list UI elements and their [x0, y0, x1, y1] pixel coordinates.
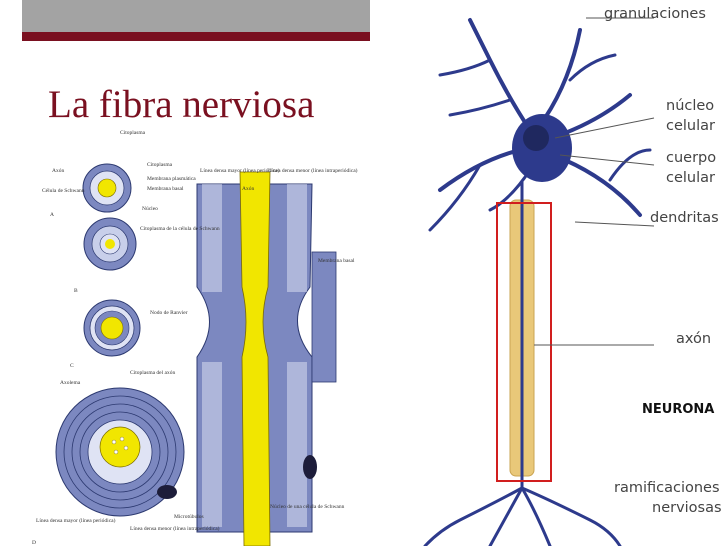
label-major-dense: Línea densa mayor (línea periódica) [200, 167, 280, 174]
label-axon: Axón [52, 168, 64, 174]
neuron-diagram: granulaciones núcleo celular cuerpo celu… [423, 6, 722, 546]
slide-title: La fibra nerviosa [48, 83, 315, 126]
label-axoplasm: Citoplasma [147, 162, 173, 168]
label-nucleo-1: núcleo [666, 98, 714, 114]
label-granulaciones: granulaciones [604, 6, 706, 22]
label-ranvier: Nodo de Ranvier [150, 310, 188, 316]
label-d: D [32, 540, 36, 546]
label-ramificaciones-1: ramificaciones [614, 480, 720, 496]
label-cuerpo-2: celular [666, 170, 715, 186]
cross-section-d [55, 387, 185, 517]
label-nucleo-2: celular [666, 118, 715, 134]
label-ramificaciones-2: nerviosas [652, 500, 722, 516]
label-basal-membrane-right: Membrana basal [318, 258, 355, 264]
label-a: A [50, 212, 54, 218]
label-schwann-cell: Célula de Schwann [42, 188, 85, 194]
label-axon-cytoplasm: Citoplasma del axón [130, 370, 175, 376]
label-axon: axón [676, 331, 711, 347]
cross-section-b [83, 217, 137, 271]
cross-section-c [83, 299, 141, 357]
dendrites [428, 18, 652, 232]
label-c: C [70, 363, 74, 369]
axon-highlight-box [496, 202, 552, 482]
label-minor-dense: Línea densa menor (línea intraperiódica) [268, 167, 358, 174]
label-plasma-membrane: Membrana plasmática [147, 176, 196, 182]
label-schwann-nucleus: Núcleo de una célula de Schwann [270, 504, 345, 510]
nerve-fiber-illustration: Citoplasma Axón Célula de Schwann Citopl… [22, 122, 370, 546]
label-microtubules: Microtúbulos [174, 514, 204, 520]
longitudinal-section [196, 171, 337, 546]
title-bar-top [22, 0, 370, 32]
label-citoplasma-top: Citoplasma [120, 130, 146, 136]
label-cuerpo-1: cuerpo [666, 150, 716, 166]
label-nucleus: Núcleo [142, 206, 158, 212]
label-b: B [74, 288, 78, 294]
label-basal-membrane: Membrana basal [147, 186, 184, 192]
label-minor-dense-bottom: Línea densa menor (línea intraperiódica) [130, 525, 220, 532]
label-axon-center: Axón [242, 186, 254, 192]
label-dendritas: dendritas [650, 210, 719, 226]
label-cytoplasm-schwann: Citoplasma de la célula de Schwann [140, 226, 220, 232]
title-bar-accent [22, 32, 370, 41]
cross-section-a [82, 163, 132, 213]
cell-nucleus [523, 125, 549, 151]
label-neurona: NEURONA [642, 402, 714, 417]
label-major-dense-bottom: Línea densa mayor (línea periódica) [36, 517, 116, 524]
callout-lines [534, 17, 655, 346]
label-axolemma: Axolema [60, 380, 81, 386]
axon-terminals [423, 486, 622, 546]
